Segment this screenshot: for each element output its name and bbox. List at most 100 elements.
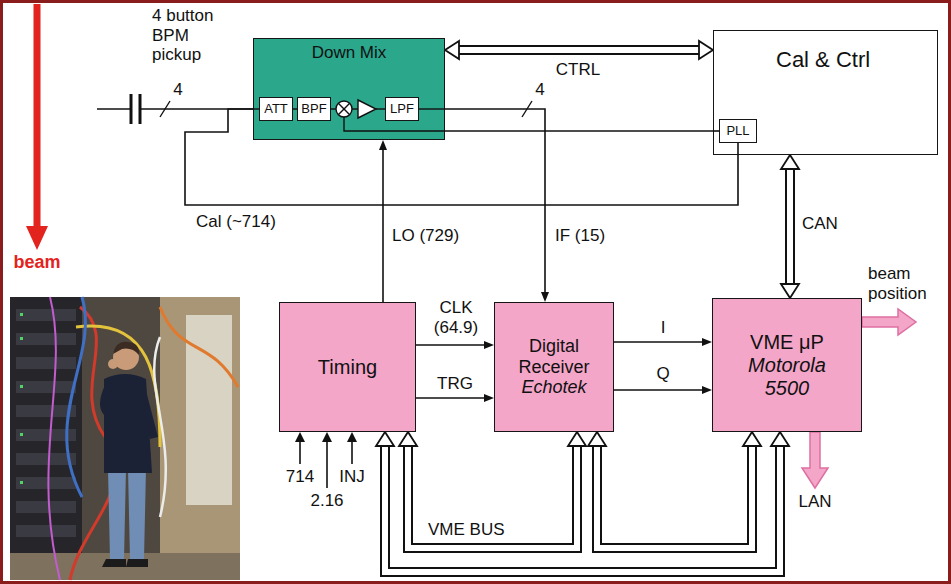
connector-label: VME BUS: [428, 520, 505, 540]
cable: [48, 297, 60, 580]
bus-wall: [459, 45, 699, 55]
bus-core: [787, 169, 793, 284]
channel-count: 4: [535, 80, 544, 100]
hollow-arrowhead: [445, 41, 459, 59]
channel-count-holder: 4: [173, 80, 182, 100]
beam-line: [34, 4, 41, 228]
connector-label-holder: Q: [656, 364, 669, 384]
connector-label-holder: CAN: [802, 214, 838, 234]
bus-wall: [597, 446, 752, 548]
bus-core: [385, 446, 780, 572]
arrowhead: [484, 341, 494, 349]
arm: [100, 377, 114, 417]
bus-connector: [588, 432, 761, 548]
box-title: BPF: [301, 102, 326, 117]
box-subtitle: Motorola 5500: [737, 354, 837, 400]
pickup-label-holder: 4 button BPM pickup: [152, 6, 226, 65]
cables: [48, 297, 238, 580]
connector-label-holder: CLK (64.9): [423, 298, 489, 337]
mixer-symbol: [336, 101, 352, 117]
connector-label: CLK (64.9): [423, 298, 489, 337]
box-subtitle: Echotek: [521, 377, 586, 398]
signal-wire: [416, 344, 484, 346]
arm: [138, 383, 158, 439]
attenuator-box: ATT: [259, 97, 293, 121]
jeans: [108, 469, 146, 559]
connector-label-holder: TRG: [437, 374, 473, 394]
bus-wall: [785, 169, 795, 284]
shoes: [102, 559, 148, 567]
arrowhead: [541, 292, 549, 302]
signal-wire: [614, 341, 702, 343]
bus-connector: [781, 155, 799, 298]
cable: [154, 337, 166, 517]
timing-box: Timing: [279, 302, 416, 432]
hair: [113, 342, 139, 355]
signal-wire: [382, 150, 384, 302]
bus-core: [459, 47, 699, 53]
bus-connector: [399, 432, 586, 548]
vme-processor-box: VME μPMotorola 5500: [712, 298, 862, 432]
pll-box: PLL: [719, 119, 757, 143]
box-title: Cal & Ctrl: [776, 47, 870, 72]
beam-arrow: [26, 4, 48, 250]
mixer-module: Down MixATTBPFLPF: [253, 38, 445, 140]
signal-connector: [416, 394, 494, 402]
channel-count: 4: [173, 80, 182, 100]
cal-wire: [737, 143, 739, 155]
pickup-plate: [130, 94, 133, 124]
connector-label-holder: CTRL: [556, 60, 600, 80]
calibration-control-box: Cal & CtrlPLL: [713, 30, 938, 155]
arrowhead: [702, 386, 712, 394]
lowpass-filter-box: LPF: [385, 97, 419, 121]
output-label: beam position: [868, 264, 946, 303]
signal-name: 2.16: [310, 491, 343, 511]
hollow-arrowhead: [771, 432, 789, 446]
signal-connector: [445, 131, 719, 132]
connector-label: CTRL: [556, 60, 600, 80]
hollow-arrowhead: [781, 155, 799, 169]
signal-wire: [445, 130, 719, 132]
bus-slash: [160, 101, 170, 117]
arrowhead: [295, 432, 305, 442]
connector-label: LO (729): [392, 226, 459, 246]
lab-photo: [10, 297, 240, 580]
box-title: ATT: [264, 102, 288, 117]
network-label-holder: LAN: [798, 492, 831, 512]
hollow-arrowhead: [568, 432, 586, 446]
hollow-arrowhead: [781, 284, 799, 298]
signal-name: INJ: [339, 467, 365, 487]
cable: [67, 297, 86, 497]
hollow-arrowhead: [699, 41, 713, 59]
amplifier-symbol: [358, 100, 376, 118]
bus-core: [597, 446, 752, 548]
signal-wire: [614, 389, 702, 391]
input-wire: [299, 442, 301, 464]
mixer-cross: [338, 103, 349, 114]
signal-connector: [379, 140, 387, 302]
connector-label: CAN: [802, 214, 838, 234]
output-arrow: [862, 309, 916, 335]
connector-label: Cal (~714): [196, 212, 276, 232]
cable: [160, 307, 238, 387]
photo-ground: [10, 297, 240, 580]
connector-label-holder: I: [661, 318, 666, 338]
beam-arrowhead: [26, 226, 48, 250]
connector-label: IF (15): [555, 226, 605, 246]
digital-receiver-box: Digital ReceiverEchotek: [494, 302, 614, 432]
pickup-label: 4 button BPM pickup: [152, 6, 226, 65]
input-wire: [326, 442, 328, 488]
mixer-cross: [338, 103, 349, 114]
hollow-arrowhead: [588, 432, 606, 446]
beam-label: beam: [13, 252, 60, 273]
box-title: Timing: [318, 356, 377, 379]
rack: [10, 297, 82, 580]
signal-wire: [352, 108, 358, 109]
box-title: PLL: [726, 124, 749, 139]
pickup-lead: [97, 108, 131, 110]
network-label: LAN: [798, 492, 831, 512]
connector-label: TRG: [437, 374, 473, 394]
arrowhead: [322, 432, 332, 442]
connector-label-holder: IF (15): [555, 226, 605, 246]
bandpass-filter-box: BPF: [297, 97, 331, 121]
